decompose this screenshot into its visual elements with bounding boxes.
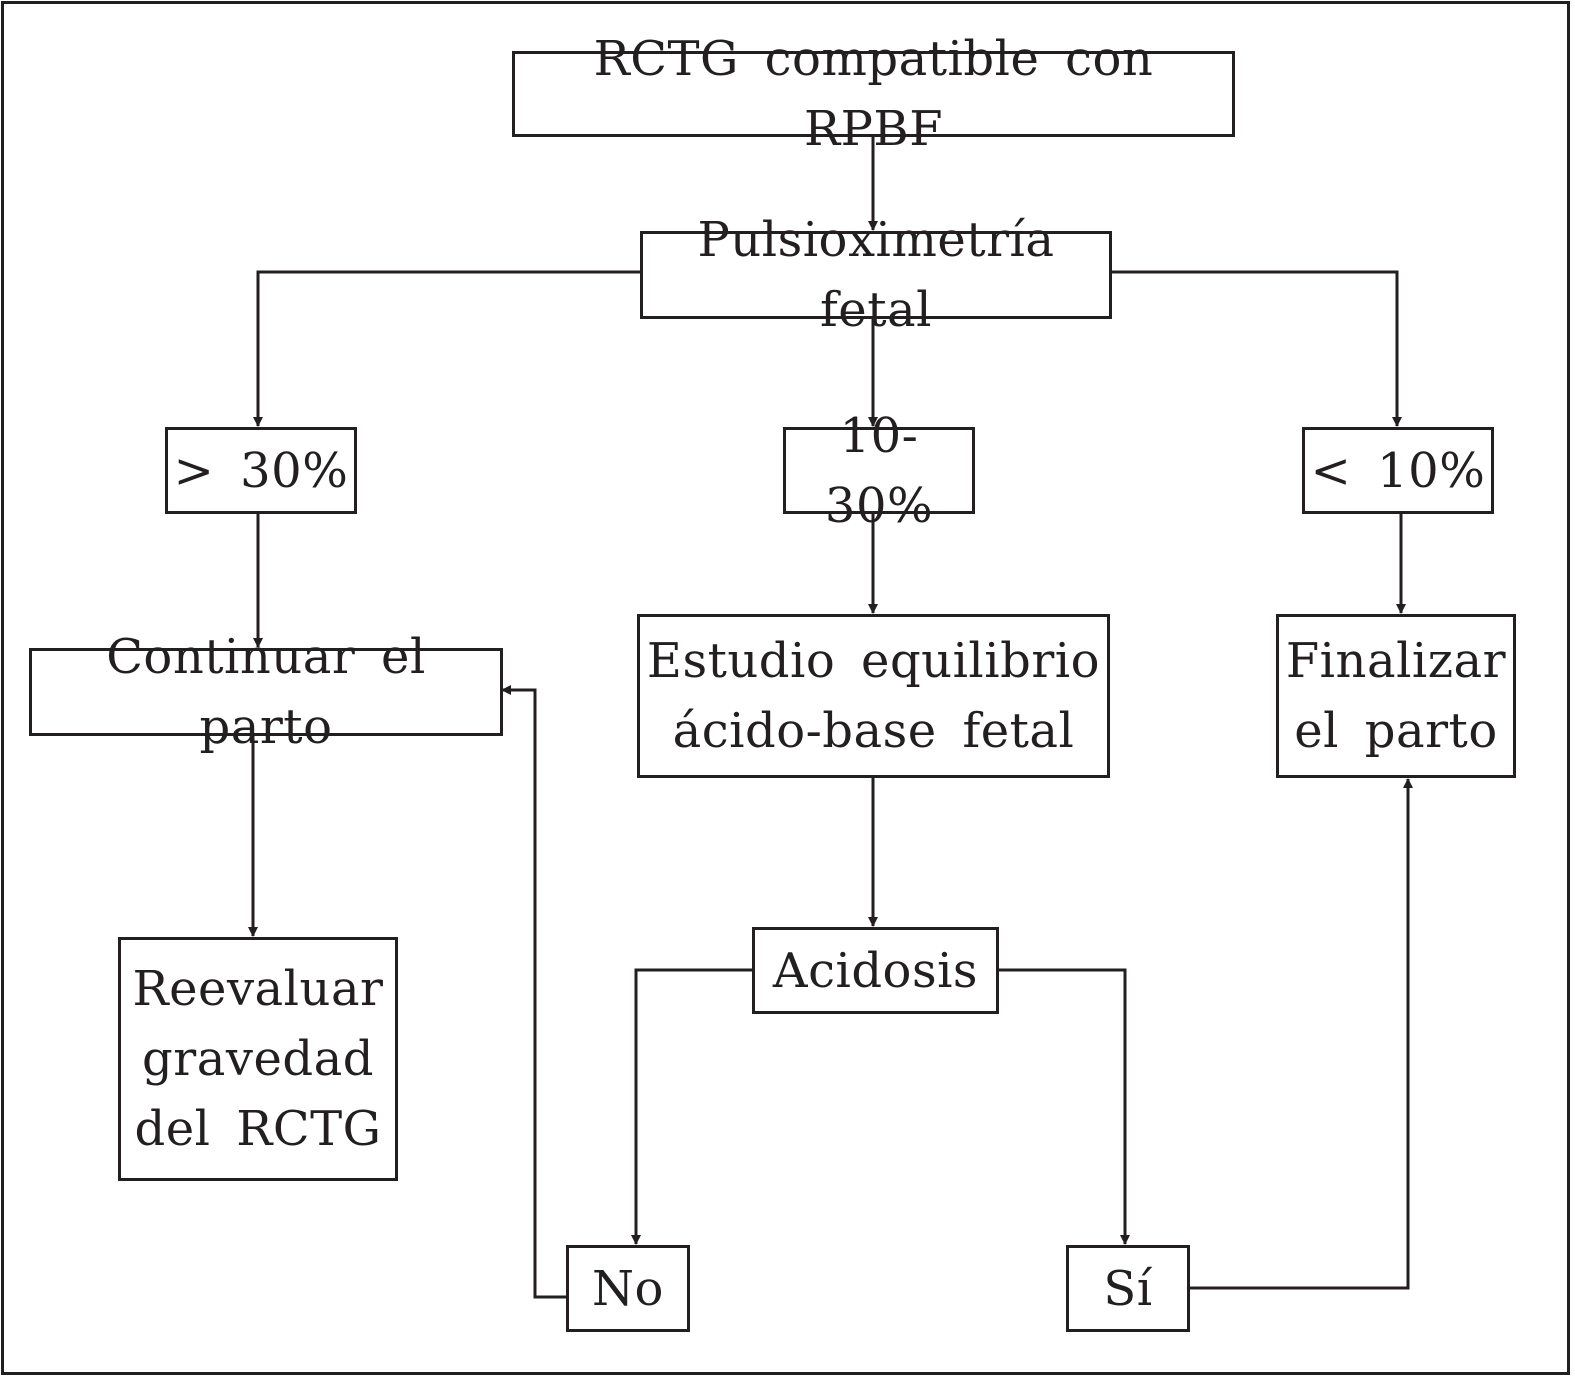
acidosis-label: Acidosis <box>772 942 979 999</box>
finalizar-line-2: el parto <box>1294 703 1498 759</box>
edge-acidosis-to-si <box>998 968 1130 1245</box>
reevaluar-line-1: Reevaluar <box>132 961 384 1017</box>
estudio-line-1: Estudio equilibrio <box>646 633 1101 689</box>
range-10-30-label: 10-30% <box>824 407 934 534</box>
edge-acidosis-to-no <box>631 968 753 1245</box>
estudio-line-2: ácido-base fetal <box>672 703 1075 759</box>
edge-si-to-finalizar <box>1189 778 1413 1290</box>
no-label: No <box>592 1260 664 1317</box>
continuar-parto-label: Continuar el parto <box>106 629 426 755</box>
pulsioximetria-box: Pulsioximetría fetal <box>640 212 1112 338</box>
pulsioximetria-label: Pulsioximetría fetal <box>697 212 1055 338</box>
edge-pulsioximetria-to-gt30 <box>253 270 642 427</box>
reevaluar-line-3: del RCTG <box>134 1101 382 1157</box>
reevaluar-line-2: gravedad <box>142 1031 374 1087</box>
rctg-compatible-label: RCTG compatible con RPBF <box>593 31 1154 157</box>
range-10-30-box: 10-30% <box>783 408 975 534</box>
si-box: Sí <box>1066 1245 1190 1332</box>
si-label: Sí <box>1103 1260 1153 1317</box>
gt30-label: > 30% <box>173 442 349 499</box>
lt10-box: < 10% <box>1302 427 1494 514</box>
reevaluar-gravedad-box: Reevaluar gravedad del RCTG <box>118 937 398 1181</box>
edge-pulsioximetria-to-lt10 <box>1112 270 1402 427</box>
finalizar-parto-box: Finalizar el parto <box>1276 614 1516 778</box>
edge-no-to-continuar <box>501 685 567 1299</box>
no-box: No <box>566 1245 690 1332</box>
lt10-label: < 10% <box>1310 442 1486 499</box>
rctg-compatible-box: RCTG compatible con RPBF <box>512 31 1235 157</box>
estudio-acido-base-box: Estudio equilibrio ácido-base fetal <box>637 614 1110 778</box>
gt30-box: > 30% <box>165 427 357 514</box>
continuar-parto-box: Continuar el parto <box>29 629 503 755</box>
acidosis-box: Acidosis <box>752 927 999 1014</box>
finalizar-line-1: Finalizar <box>1285 633 1507 689</box>
